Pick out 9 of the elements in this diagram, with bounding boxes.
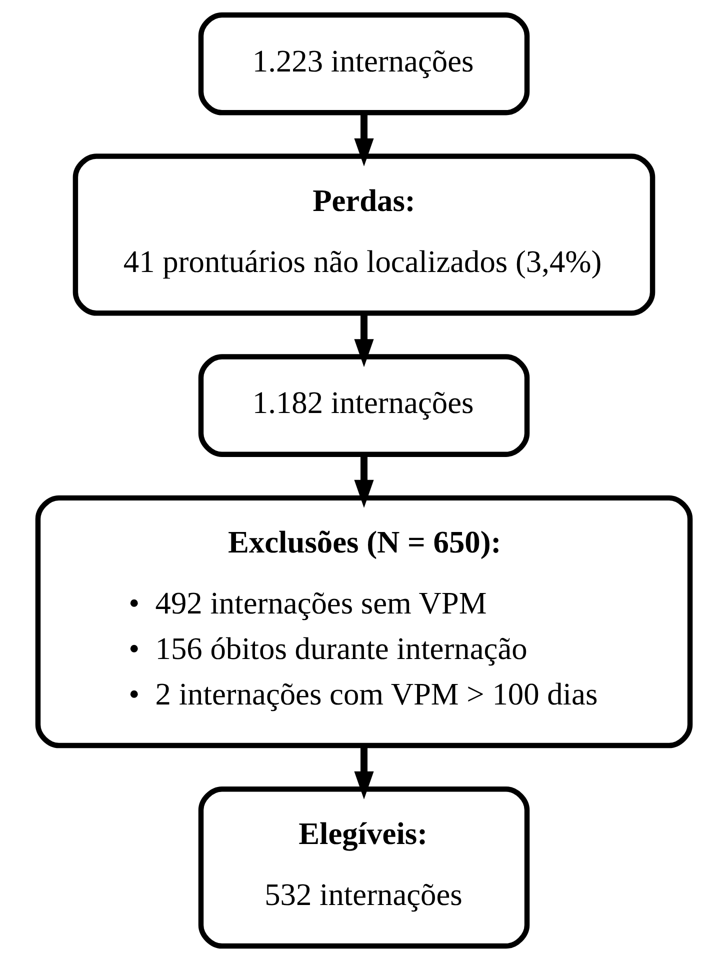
arrow xyxy=(354,454,374,508)
node-box: Elegíveis: 532 internações xyxy=(198,786,530,949)
arrow xyxy=(354,746,374,800)
node-box: Exclusões (N = 650): • 492 internações sem VPM • 156 óbitos durante internação • 2 internações com VPM > 100 dias xyxy=(35,495,693,748)
node-box: 1.223 internações xyxy=(198,12,530,116)
arrow xyxy=(354,313,374,368)
node-box: Perdas: 41 prontuários não localizados (3,4%) xyxy=(72,154,656,316)
node-box: 1.182 internações xyxy=(198,354,530,457)
arrow xyxy=(354,113,374,166)
